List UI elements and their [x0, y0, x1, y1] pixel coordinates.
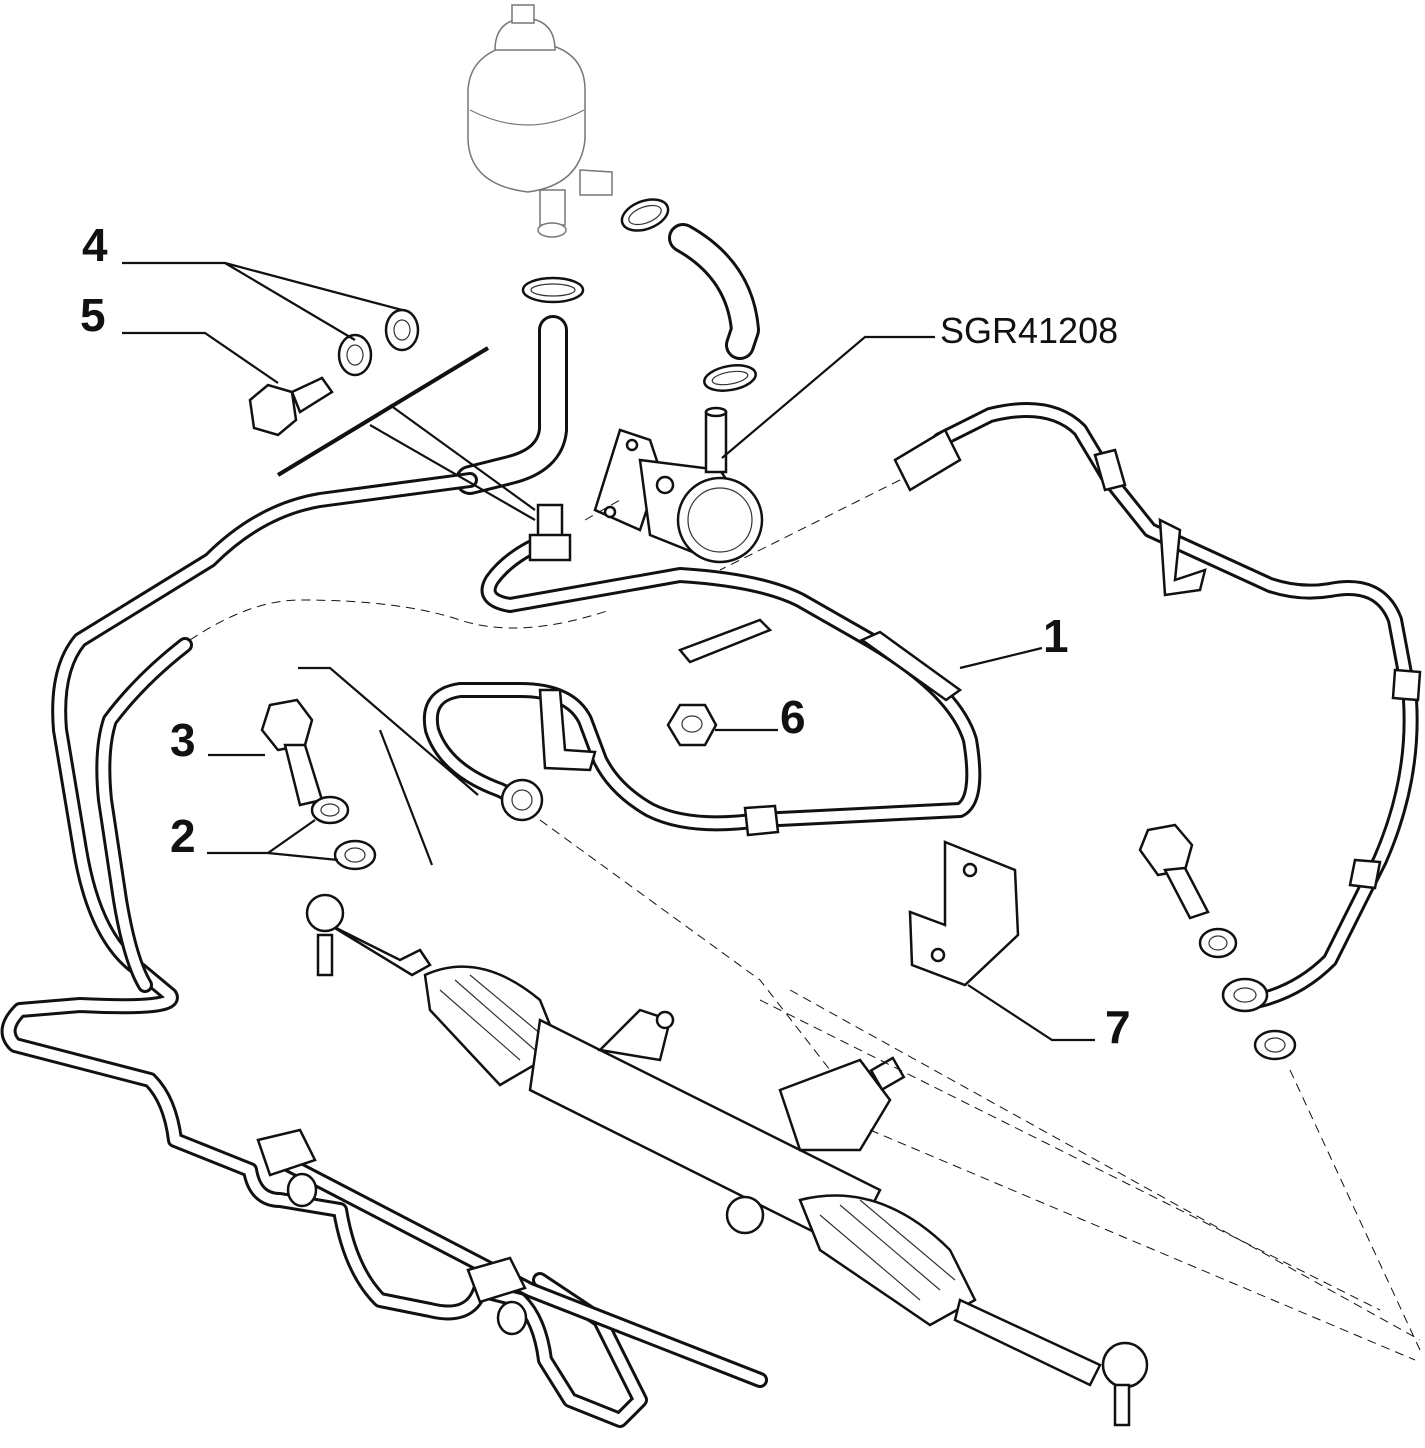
fluid-reservoir: [467, 4, 613, 238]
banjo-bolt-5: [248, 376, 334, 437]
assembly-guide-lines: [189, 479, 1421, 1361]
power-steering-pump: [593, 406, 764, 564]
nut-6: [666, 703, 718, 747]
pressure-pipe: [422, 503, 982, 837]
sealing-washer-2: [310, 795, 377, 871]
callout-6: 6: [780, 691, 806, 743]
leader-lines: [122, 261, 1095, 1042]
banjo-bolt-3: [260, 698, 324, 807]
callout-7: 7: [1105, 1001, 1131, 1053]
callout-4: 4: [82, 219, 108, 271]
suction-hose: [668, 223, 760, 360]
bolt-right: [1138, 823, 1297, 1061]
sealing-washer-4: [337, 308, 420, 377]
section-cut-lines: [276, 346, 536, 866]
callout-5: 5: [80, 289, 106, 341]
callout-1: 1: [1043, 610, 1069, 662]
steering-rack: [305, 893, 1149, 1427]
cooler-pipe-right: [893, 402, 1422, 1013]
drawing-code: SGR41208: [940, 310, 1118, 351]
hose-clamps: [521, 198, 757, 392]
callout-3: 3: [170, 714, 196, 766]
callout-2: 2: [170, 810, 196, 862]
return-hose-upper: [455, 315, 568, 495]
return-pipe: [0, 472, 768, 1428]
bracket-7: [908, 840, 1020, 987]
